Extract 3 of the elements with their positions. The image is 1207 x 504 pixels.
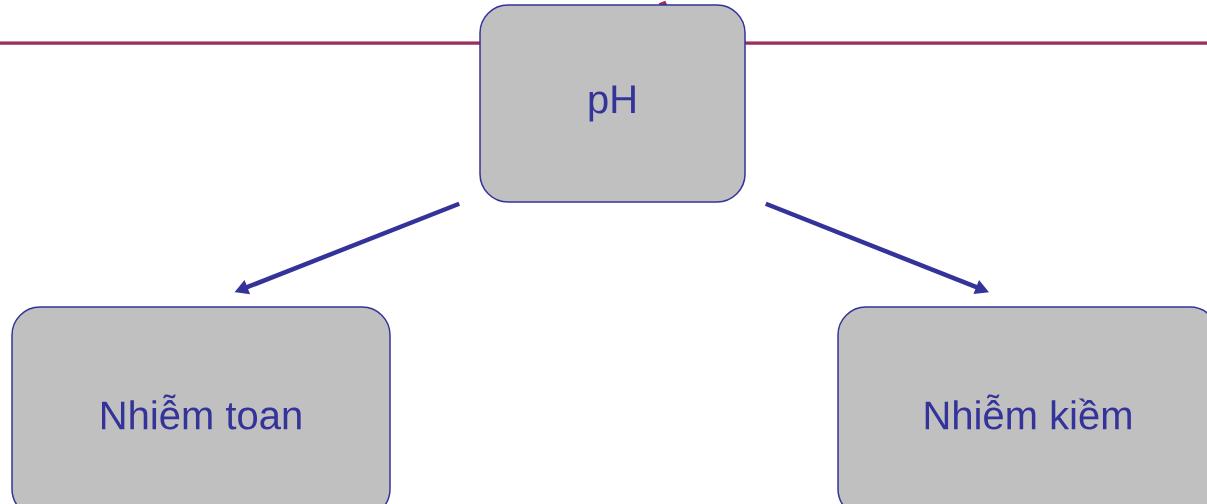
process-box: pH — [479, 4, 746, 203]
process-box: Nhiễm toan — [11, 306, 391, 504]
process-box: Nhiễm kiềm — [837, 306, 1207, 504]
